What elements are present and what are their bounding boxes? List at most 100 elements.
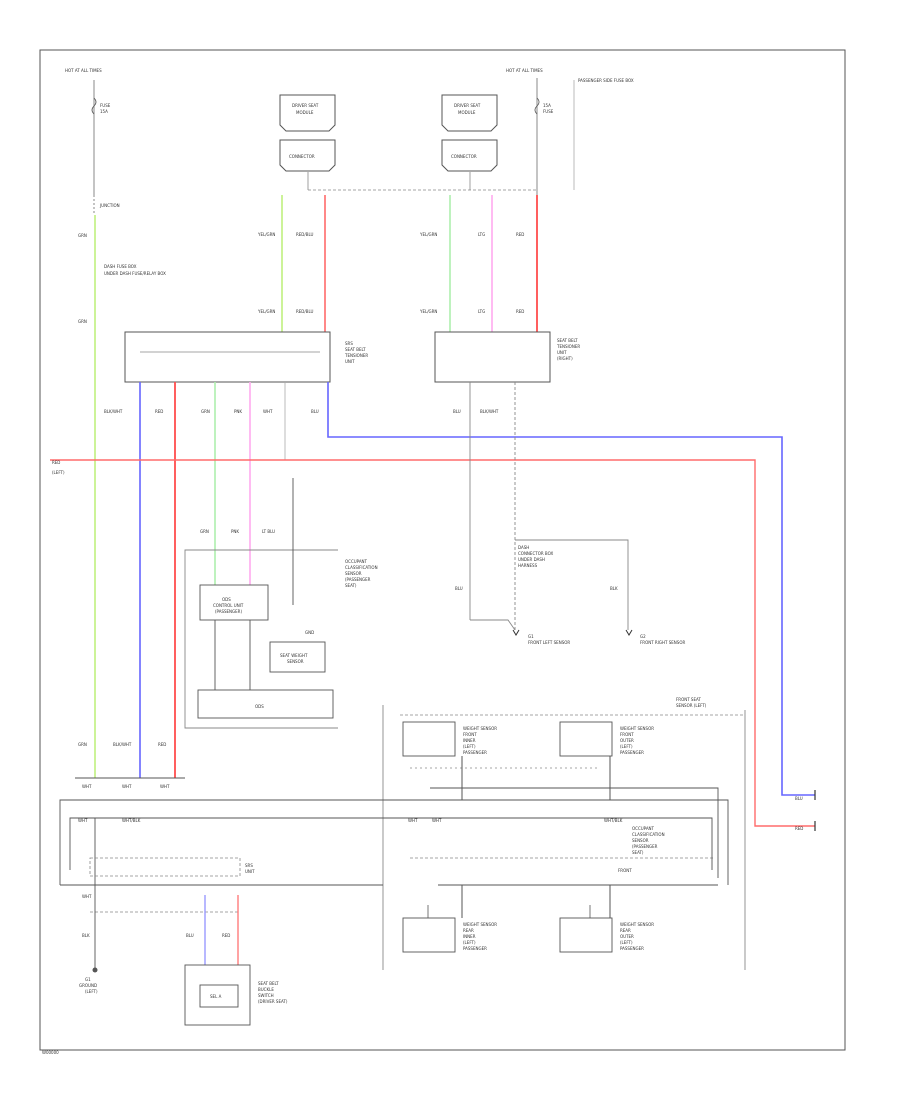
label-seat-belt-c: SWITCH [258,993,274,998]
label-wire-grn-row: GRN [201,409,210,414]
label-occ-module-b: CLASSIFICATION [632,832,665,837]
label-wire-yelgrn-3: YEL/GRN [257,309,275,314]
srs-unit-box [89,857,241,877]
label-wire-red-row: RED [155,409,163,414]
label-seat-belt-d: (DRIVER SEAT) [258,999,288,1004]
svg-text:(LEFT): (LEFT) [463,744,476,749]
wire-g1-route [470,619,516,631]
svg-text:FRONT: FRONT [463,732,477,737]
occ-rail [197,689,334,719]
label-occ-small: GND [305,630,314,635]
seat-belt-switch-box [199,984,239,1008]
fuse-right [534,97,540,115]
label-bus-left: WHT [78,818,88,823]
module-right [434,331,551,383]
label-occ-bottom-b: SENSOR [287,659,304,664]
sensor-front-outer: WEIGHT SENSOR FRONT OUTER (LEFT) PASSENG… [559,721,654,757]
label-wire-grn-mid: GRN [200,529,209,534]
label-occ-d: (PASSENGER [345,577,371,582]
svg-text:OUTER: OUTER [620,738,634,743]
module-left [124,331,331,383]
label-seat-belt-a: SEAT BELT [258,981,279,986]
wire-blue-bus [327,382,815,796]
seat-belt-switch-frame [184,964,251,1026]
label-module-right-d: (RIGHT) [557,356,573,361]
label-occ-rail: ODS [255,704,264,709]
label-wire-ltg-4: LTG [478,309,485,314]
label-module-left-c: TENSIONER [344,353,368,358]
label-seat-belt-b: BUCKLE [258,987,274,992]
svg-text:WEIGHT SENSOR: WEIGHT SENSOR [463,922,497,927]
label-dash-harness-a: DASH [518,545,529,550]
svg-text:CONNECTOR: CONNECTOR [289,154,315,159]
sensor-rear-outer: WEIGHT SENSOR REAR OUTER (LEFT) PASSENGE… [559,917,654,953]
label-occ-b: CLASSIFICATION [345,565,378,570]
label-occ-c: SENSOR [345,571,362,576]
label-fuse-left: FUSE [100,103,111,108]
label-wire-red-bottom: RED [158,742,166,747]
label-passenger-fuse-box: PASSENGER SIDE FUSE BOX [578,78,634,83]
svg-text:INNER: INNER [463,738,476,743]
svg-text:WEIGHT SENSOR: WEIGHT SENSOR [620,726,654,731]
label-wire-red-2: RED [516,232,524,237]
label-wire-ltblu-mid: LT BLU [262,529,275,534]
label-wire-redblu-1: RED/BLU [296,232,314,237]
label-wire-yelgrn-4: YEL/GRN [419,309,437,314]
label-fuse-right-num: 15A [543,103,551,108]
svg-text:FRONT: FRONT [620,732,634,737]
label-srs-mid-b: RED [222,933,230,938]
svg-text:REAR: REAR [463,928,474,933]
occ-bottom-box [269,641,326,673]
label-occ-inner-a: ODS [222,597,231,602]
label-module-right-b: TENSIONER [556,344,580,349]
label-dash-fuse-box: DASH FUSE BOX [104,264,137,269]
footer-code: W00000 [42,1050,59,1055]
svg-text:INNER: INNER [463,934,476,939]
diagram-frame [39,49,846,1051]
sensor-front-inner: WEIGHT SENSOR FRONT INNER (LEFT) PASSENG… [402,721,497,757]
label-occ-a: OCCUPANT [345,559,368,564]
label-occ-module-a: OCCUPANT [632,826,655,831]
label-fuse-left-num: 15A [100,109,108,114]
label-small-1: WHT [82,784,92,789]
label-blu-term: BLU [795,796,803,801]
label-wire-blu-right: BLU [453,409,461,414]
dash-harness-branch [515,539,629,630]
label-occ-bottom-a: SEAT WEIGHT [280,653,308,658]
label-right-top-a: FRONT [618,868,632,873]
label-occ-module-e: SEAT) [632,850,644,855]
label-small-2: WHT [122,784,132,789]
label-module-left-d: UNIT [345,359,355,364]
svg-text:(LEFT): (LEFT) [620,940,633,945]
label-red-bus: RED [52,460,60,465]
svg-text:WEIGHT SENSOR: WEIGHT SENSOR [463,726,497,731]
svg-text:DRIVER SEAT: DRIVER SEAT [454,103,481,108]
label-wire-blu-lower: BLU [455,586,463,591]
label-front-sensor-b: SENSOR (LEFT) [676,703,707,708]
label-srs-unit-a: SRS [245,863,253,868]
label-front-sensor-a: FRONT SEAT [676,697,701,702]
label-module-left-a: SRS [345,341,353,346]
occ-inner-box [199,584,269,621]
label-wire-grn: GRN [78,233,87,238]
label-bus-right-a: WHT [408,818,418,823]
label-bottom-box: SEL A [210,994,222,999]
label-occ-inner-b: CONTROL UNIT [213,603,244,608]
label-srs-unit-b: UNIT [245,869,255,874]
ground-point [92,967,98,973]
label-srs-mid-a: BLU [186,933,194,938]
label-wire-blkwht-right: BLK/WHT [480,409,499,414]
label-g2-b: FRONT RIGHT SENSOR [640,640,685,645]
label-dash-harness-c: UNDER DASH [518,557,545,562]
svg-text:MODULE: MODULE [458,110,476,115]
svg-text:WEIGHT SENSOR: WEIGHT SENSOR [620,922,654,927]
label-g2-a: G2 [640,634,646,639]
svg-text:(LEFT): (LEFT) [463,940,476,945]
label-wire-blu-row: BLU [311,409,319,414]
label-wire-pnk-row: PNK [234,409,242,414]
label-srs-ground-a: G1 [85,977,91,982]
svg-text:DRIVER SEAT: DRIVER SEAT [292,103,319,108]
ground-g2-icon [625,629,633,636]
svg-text:PASSENGER: PASSENGER [620,946,644,951]
